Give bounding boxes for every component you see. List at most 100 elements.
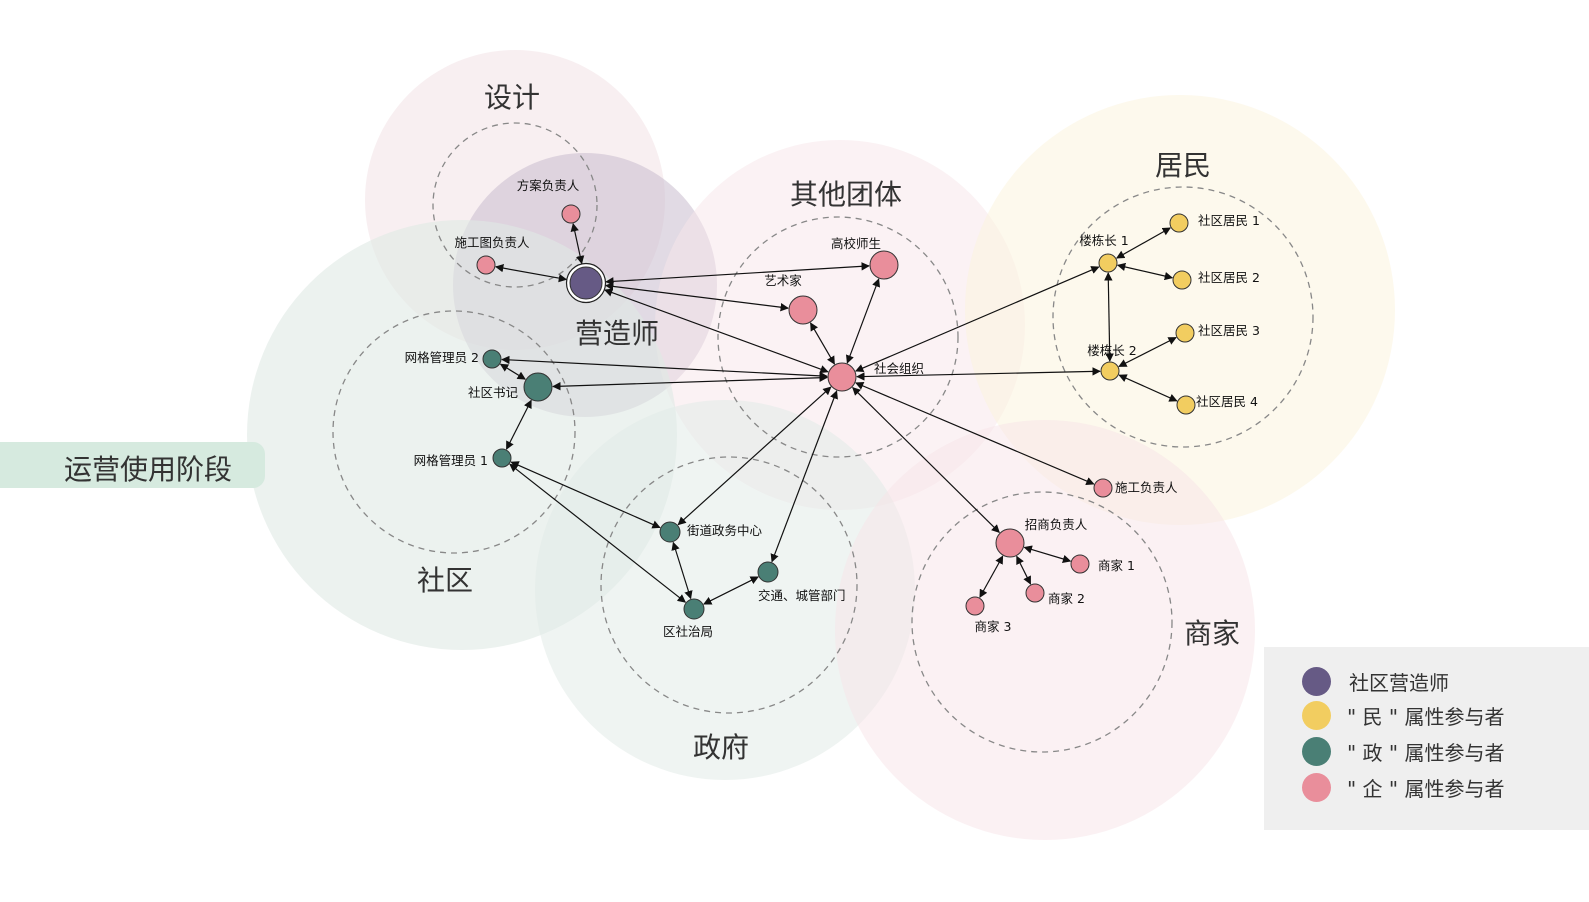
node-circle [1172,270,1192,290]
edge-loudong1-jumin1 [1115,227,1172,259]
edge-zhaoshang-shangjia2 [1016,555,1032,585]
node-circle [659,521,681,543]
node-shangjia2[interactable]: 商家 2 [1025,583,1085,606]
node-qushe[interactable]: 区社治局 [663,598,713,639]
node-jumin2[interactable]: 社区居民 2 [1172,270,1260,290]
legend: 社区营造师 " 民 " 属性参与者 " 政 " 属性参与者 " 企 " 属性参与… [1264,647,1589,830]
legend-label: " 民 " 属性参与者 [1347,704,1505,729]
node-shigong[interactable]: 施工负责人 [1093,478,1178,498]
node-jiedao[interactable]: 街道政务中心 [659,521,763,543]
edge-maker-shigongtu [495,263,568,283]
node-label: 商家 2 [1048,591,1085,606]
node-circle [1100,361,1120,381]
node-yishujia[interactable]: 艺术家 [764,273,818,325]
legend-dot-teal [1302,736,1331,766]
node-circle [995,528,1025,558]
node-circle [492,448,512,468]
legend-item-resident: " 民 " 属性参与者 [1302,700,1504,730]
edge-loudong2-jumin4 [1118,374,1178,402]
node-circle [561,204,581,224]
node-label: 楼栋长 2 [1087,343,1136,358]
node-label: 网格管理员 1 [414,453,488,468]
node-wangge2[interactable]: 网格管理员 2 [405,349,502,369]
node-circle [1070,554,1090,574]
node-shangjia3[interactable]: 商家 3 [965,596,1012,634]
node-jumin4[interactable]: 社区居民 4 [1176,394,1258,415]
edge-shuji-wangge1 [505,399,532,450]
edge-maker-gaoxiao [605,262,870,286]
group-ring-community [332,310,576,554]
node-label: 招商负责人 [1025,517,1088,532]
node-circle [827,362,857,392]
node-circle [683,598,705,620]
node-jumin3[interactable]: 社区居民 3 [1175,323,1260,343]
node-loudong1[interactable]: 楼栋长 1 [1079,233,1129,273]
edge-shehui-loudong1 [855,266,1100,372]
edge-zhaoshang-shangjia3 [979,555,1004,598]
node-maker[interactable] [565,262,607,304]
node-circle [1093,478,1113,498]
node-circle [965,596,985,616]
node-label: 艺术家 [764,273,802,288]
node-label: 楼栋长 1 [1079,233,1128,248]
edge-shehui-zhaoshang [852,386,1000,534]
node-jumin1[interactable]: 社区居民 1 [1169,213,1260,233]
legend-item-government: " 政 " 属性参与者 [1302,736,1504,766]
node-circle [482,349,502,369]
group-label-maker: 营造师 [575,317,659,350]
edge-loudong1-loudong2 [1104,272,1114,362]
node-wangge1[interactable]: 网格管理员 1 [414,448,512,468]
node-circle [788,295,818,325]
node-fangan[interactable]: 方案负责人 [517,178,581,224]
edge-wangge2-shuji [499,363,526,380]
edge-shehui-shuji [552,373,828,391]
edge-shehui-wangge2 [501,355,828,381]
edge-loudong1-jumin2 [1116,262,1174,281]
edge-shehui-loudong2 [856,367,1101,381]
legend-dot-pink [1302,772,1331,802]
node-circle [523,372,553,402]
node-circle [1176,395,1196,415]
group-label-merchants: 商家 [1184,617,1240,650]
edge-zhaoshang-shangjia1 [1023,545,1072,563]
group-ring-merchants [911,491,1173,753]
node-circle [757,561,779,583]
edge-wangge1-qushe [509,463,687,603]
node-label: 社区书记 [468,385,519,400]
node-label: 社区居民 1 [1198,213,1260,228]
node-label: 施工负责人 [1115,480,1178,495]
node-loudong2[interactable]: 楼栋长 2 [1087,343,1137,381]
node-label: 商家 1 [1098,558,1135,573]
node-gaoxiao[interactable]: 高校师生 [831,236,899,280]
stage-label: 运营使用阶段 [64,453,233,486]
edge-shehui-yishujia [810,322,835,365]
node-label: 街道政务中心 [687,523,763,538]
edge-loudong2-jumin3 [1118,336,1177,368]
node-circle [569,266,603,300]
group-label-residents: 居民 [1155,149,1211,182]
node-circle [1025,583,1045,603]
group-label-other: 其他团体 [790,178,902,211]
node-shuji[interactable]: 社区书记 [468,372,553,402]
group-label-community: 社区 [417,564,473,597]
stage-tag: 运营使用阶段 [0,442,265,488]
node-jiaotong[interactable]: 交通、城管部门 [757,561,846,603]
edge-jiedao-qushe [671,541,693,600]
legend-label: 社区营造师 [1349,670,1449,695]
edge-maker-fangan [570,222,585,265]
node-circle [1098,253,1118,273]
group-label-government: 政府 [693,731,749,764]
edge-qushe-jiaotong [703,576,759,605]
node-shangjia1[interactable]: 商家 1 [1070,554,1135,574]
node-label: 高校师生 [831,236,881,251]
node-zhaoshang[interactable]: 招商负责人 [995,517,1088,558]
legend-item-maker: 社区营造师 [1302,666,1449,696]
node-shehui[interactable]: 社会组织 [827,361,924,392]
node-label: 社区居民 3 [1198,323,1260,338]
node-circle [1169,213,1189,233]
node-shigongtu[interactable]: 施工图负责人 [454,235,530,275]
node-label: 网格管理员 2 [405,350,479,365]
node-label: 方案负责人 [517,178,580,193]
node-label: 商家 3 [975,619,1012,634]
